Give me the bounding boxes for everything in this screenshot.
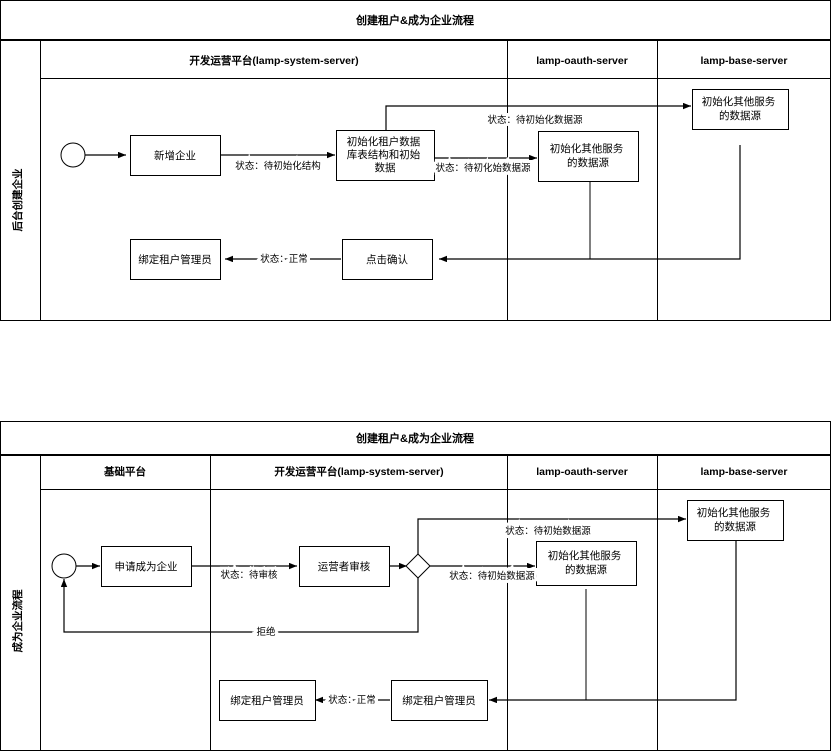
bottom-column-header-base-platform: 基础平台 [103,465,146,478]
top-edge-label-2: 状态：待初化始数据源 [435,162,531,174]
top-edge-label-1: 状态：待初始化结构 [235,160,321,172]
bottom-node-m3-label: 初始化其他服务 的数据源 [548,549,624,576]
top-node-n4-label: 初始化其他服务 的数据源 [702,95,778,122]
top-title-bar [0,0,831,40]
top-column-header-system: 开发运营平台(lamp-system-server) [189,54,358,67]
bottom-edge-label-reject-bg: 拒绝 [256,626,276,638]
top-edge-n4-to-n5 [439,145,741,263]
top-lane-label: 后台创建企业 [11,168,24,231]
bottom-edge-label-3: 状态：待初始数据源 [505,525,591,537]
bottom-node-start[interactable] [51,553,77,579]
top-column-header-oauth: lamp-oauth-server [536,55,628,67]
top-node-n2-label: 初始化租户数据 库表结构和初始 数据 [347,135,423,174]
bottom-edge-label-3-bg: 状态：待初始数据源 [505,525,591,537]
bottom-node-m5[interactable] [219,680,316,721]
bottom-node-m6-label: 绑定租户管理员 [402,694,476,707]
bottom-swimlane-diagram: 创建租户&成为企业流程 基础平台 开发运营平台(lamp-system-serv… [0,421,831,751]
bottom-node-m2[interactable] [299,546,390,587]
top-node-n5-label: 点击确认 [366,253,408,266]
top-node-n3-label: 初始化其他服务 的数据源 [550,142,626,169]
top-node-n5[interactable] [342,239,433,280]
top-node-n6-label: 绑定租户管理员 [138,253,212,266]
top-node-start[interactable] [60,142,86,168]
bottom-node-m1[interactable] [101,546,192,587]
bottom-column-header-system: 开发运营平台(lamp-system-server) [274,465,443,478]
top-swimlane-diagram: 创建租户&成为企业流程 开发运营平台(lamp-system-server) l… [0,0,831,321]
top-diagram-title: 创建租户&成为企业流程 [355,13,474,27]
bottom-node-m6[interactable] [391,680,488,721]
top-node-n2[interactable] [336,130,435,181]
bottom-edge-d1-to-m4 [417,515,686,554]
top-node-n4[interactable] [692,89,789,130]
top-edge-label-1-bg: 状态：待初始化结构 [235,160,321,172]
top-node-n6[interactable] [130,239,221,280]
top-edge-label-4: 状态：正常 [260,253,308,265]
bottom-node-decision[interactable] [405,553,431,579]
top-edge-label-3-bg: 状态：待初始化数据源 [487,114,583,126]
bottom-edge-label-1-bg: 状态：待审核 [220,569,278,581]
top-edge-n2-to-n4 [385,102,691,131]
bottom-edge-label-1: 状态：待审核 [220,569,278,581]
bottom-edge-label-4-bg: 状态：正常 [328,694,376,706]
top-edge-label-2-bg: 状态：待初化始数据源 [435,162,531,174]
bottom-edge-label-2: 状态：待初始数据源 [449,570,535,582]
bottom-edge-label-reject: 拒绝 [256,626,276,638]
bottom-node-m4[interactable] [687,500,784,541]
top-node-n1-label: 新增企业 [154,149,196,162]
top-edge-label-3: 状态：待初始化数据源 [487,114,583,126]
bottom-edge-label-2-bg: 状态：待初始数据源 [449,570,535,582]
top-node-n3[interactable] [538,131,639,182]
bottom-edge-m4-to-m6 [489,540,737,704]
top-node-n1[interactable] [130,135,221,176]
bottom-node-m2-label: 运营者审核 [318,560,371,573]
bottom-edge-label-4: 状态：正常 [328,694,376,706]
bottom-title-bar [0,421,831,455]
bottom-column-header-base: lamp-base-server [701,466,788,478]
bottom-node-m4-label: 初始化其他服务 的数据源 [697,506,773,533]
bottom-node-m1-label: 申请成为企业 [115,560,178,573]
top-edge-label-4-bg: 状态：正常 [260,253,308,265]
bottom-edge-d1-to-start [60,578,419,633]
top-column-header-base: lamp-base-server [701,55,788,67]
bottom-node-m3[interactable] [536,541,637,586]
bottom-lane-label: 成为企业流程 [11,589,24,652]
bottom-node-m5-label: 绑定租户管理员 [230,694,304,707]
bottom-diagram-title: 创建租户&成为企业流程 [355,431,474,445]
bottom-column-header-oauth: lamp-oauth-server [536,466,628,478]
